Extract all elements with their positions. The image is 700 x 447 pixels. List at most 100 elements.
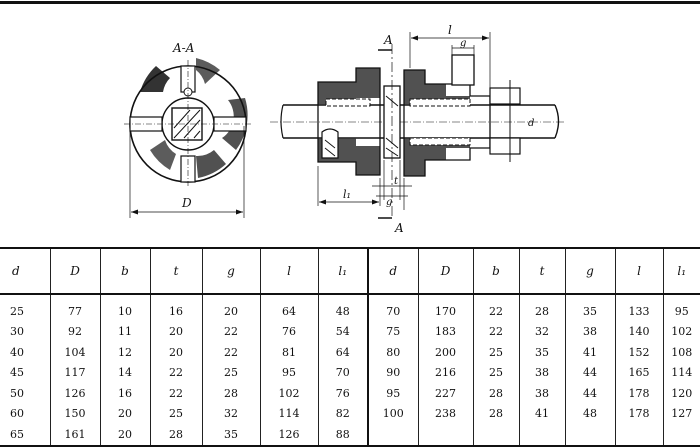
- table-cell: 22: [201, 342, 260, 363]
- column-header: t: [149, 247, 202, 295]
- elevation-view: [270, 32, 566, 219]
- table-cell: 150: [49, 403, 100, 424]
- column-header: d: [367, 247, 418, 295]
- table-cell: 35: [564, 294, 615, 322]
- table-cell: 238: [417, 403, 473, 424]
- dimension-g-top-label: g: [460, 38, 466, 49]
- table-cell: 25: [149, 403, 202, 424]
- table-cell: 120: [662, 383, 700, 404]
- table-cell: 12: [99, 342, 150, 363]
- table-cell: 152: [614, 342, 663, 363]
- table-cell: [518, 424, 565, 447]
- table-cell: 50: [10, 386, 24, 400]
- table-cell: 76: [259, 321, 318, 342]
- table-cell: 25: [201, 362, 260, 383]
- table-cell: 88: [317, 424, 368, 447]
- table-cell: 44: [564, 362, 615, 383]
- table-cell: 28: [149, 424, 202, 447]
- table-cell: 22: [149, 362, 202, 383]
- table-cell: 32: [201, 403, 260, 424]
- table-cell: 48: [564, 403, 615, 424]
- table-cell: 28: [472, 403, 519, 424]
- column-header: b: [99, 247, 150, 295]
- table-cell: 22: [201, 321, 260, 342]
- table-cell: [564, 424, 615, 447]
- column-header: l: [259, 247, 318, 295]
- table-cell: 10: [99, 294, 150, 322]
- table-cell: [662, 424, 700, 447]
- table-cell: 44: [564, 383, 615, 404]
- table-cell: 11: [99, 321, 150, 342]
- table-cell: 16: [99, 383, 150, 404]
- dimension-d-label: D: [181, 196, 192, 210]
- table-cell: 216: [417, 362, 473, 383]
- table-cell: 65: [0, 424, 50, 447]
- table-cell: 95: [259, 362, 318, 383]
- column-header: l: [614, 247, 663, 295]
- cut-label-bottom: A: [394, 221, 404, 235]
- table-cell: 161: [49, 424, 100, 447]
- column-header: g: [201, 247, 260, 295]
- dimension-l1-label: l₁: [343, 188, 351, 201]
- table-cell: 100: [367, 403, 418, 424]
- table-cell: 22: [472, 321, 519, 342]
- table-cell: 22: [149, 383, 202, 404]
- table-cell: 40: [10, 345, 24, 359]
- dimension-g-bottom-label: g: [386, 197, 392, 208]
- table-cell: 32: [518, 321, 565, 342]
- column-header: D: [417, 247, 473, 295]
- table-cell: 170: [417, 294, 473, 322]
- table-cell: 114: [259, 403, 318, 424]
- table-cell: 16: [149, 294, 202, 322]
- table-cell: 108: [662, 342, 700, 363]
- dimension-t-label: t: [394, 176, 399, 187]
- table-cell: 35: [518, 342, 565, 363]
- table-cell: 95: [367, 383, 418, 404]
- column-header: b: [472, 247, 519, 295]
- top-border-line: [0, 1, 700, 4]
- table-cell: 25: [472, 362, 519, 383]
- table-cell: 102: [259, 383, 318, 404]
- table-cell: 20: [99, 424, 150, 447]
- table-cell: 64: [259, 294, 318, 322]
- table-cell: 178: [614, 383, 663, 404]
- table-cell: 183: [417, 321, 473, 342]
- table-cell: 70: [367, 294, 418, 322]
- table-cell: 38: [564, 321, 615, 342]
- column-header: l₁: [662, 247, 700, 295]
- table-cell: 114: [662, 362, 700, 383]
- table-cell: 20: [149, 321, 202, 342]
- table-cell: 126: [259, 424, 318, 447]
- table-cell: 90: [367, 362, 418, 383]
- table-cell: 165: [614, 362, 663, 383]
- table-cell: 25: [10, 304, 24, 318]
- table-cell: [417, 424, 473, 447]
- column-header: t: [518, 247, 565, 295]
- table-cell: 178: [614, 403, 663, 424]
- table-cell: 54: [317, 321, 368, 342]
- table-cell: 20: [99, 403, 150, 424]
- table-cell: 127: [662, 403, 700, 424]
- table-cell: 92: [49, 321, 100, 342]
- table-cell: 117: [49, 362, 100, 383]
- table-cell: 28: [201, 383, 260, 404]
- table-cell: 35: [201, 424, 260, 447]
- table-cell: [367, 424, 418, 447]
- table-cell: 41: [564, 342, 615, 363]
- table-cell: 77: [49, 294, 100, 322]
- table-cell: 25: [472, 342, 519, 363]
- table-cell: 22: [472, 294, 519, 322]
- table-cell: 38: [518, 362, 565, 383]
- table-cell: 75: [367, 321, 418, 342]
- section-label: A-A: [172, 41, 195, 55]
- dimension-l-label: l: [448, 23, 452, 37]
- table-cell: 70: [317, 362, 368, 383]
